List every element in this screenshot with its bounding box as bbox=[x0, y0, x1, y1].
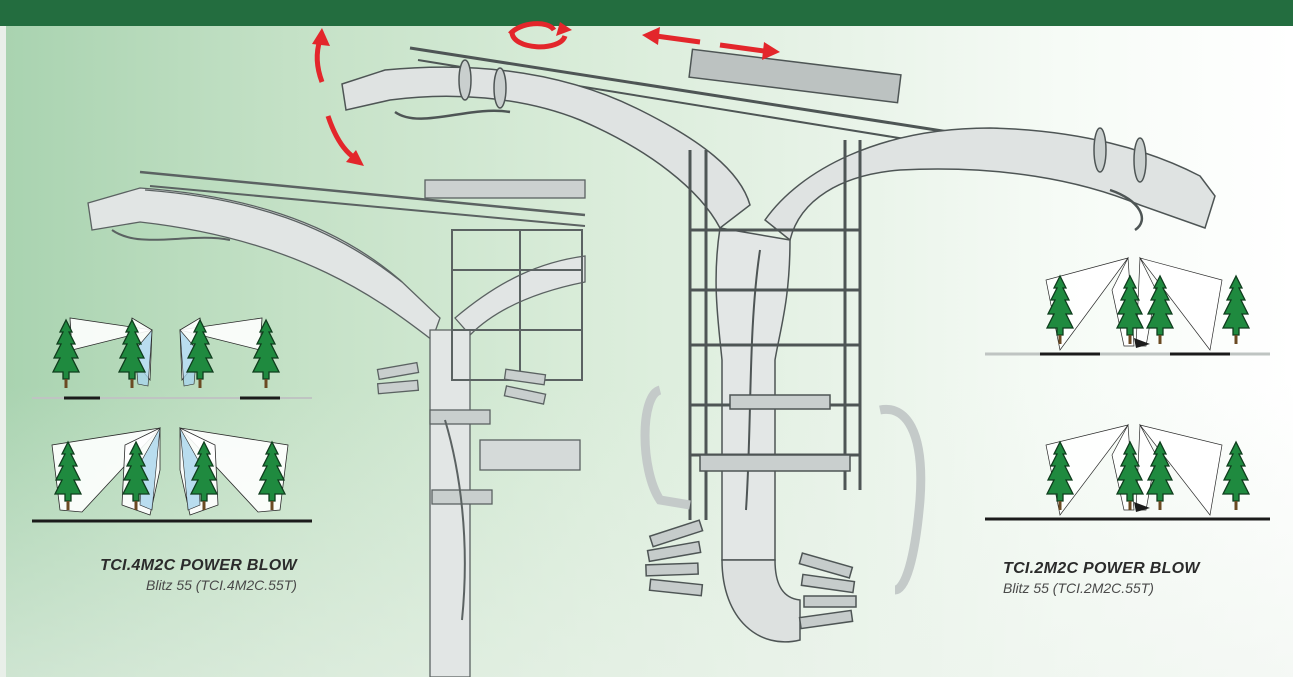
left-edge-strip bbox=[0, 26, 6, 677]
caption-4m2c: TCI.4M2C POWER BLOW Blitz 55 (TCI.4M2C.5… bbox=[86, 556, 297, 594]
slide-arrow-icon-left bbox=[642, 27, 701, 45]
tilt-arrow-icon-lower bbox=[325, 115, 364, 166]
caption-4m2c-title: TCI.4M2C POWER BLOW bbox=[100, 557, 297, 574]
header-bar bbox=[0, 0, 1293, 26]
caption-4m2c-subtitle: Blitz 55 (TCI.4M2C.55T) bbox=[146, 577, 297, 593]
spray-diagram-4m2c bbox=[32, 317, 312, 523]
tilt-arrow-icon-upper bbox=[312, 28, 330, 83]
spray-diagram-2m2c bbox=[985, 256, 1270, 521]
caption-2m2c-title: TCI.2M2C POWER BLOW bbox=[1003, 560, 1200, 577]
rear-sprayer-drawing bbox=[87, 170, 586, 677]
tree-icon bbox=[1221, 274, 1251, 346]
rotate-arrow-icon bbox=[508, 21, 572, 50]
tree-icon bbox=[1221, 440, 1251, 512]
front-sprayer-drawing bbox=[341, 46, 1216, 643]
slide-arrow-icon-right bbox=[719, 42, 780, 60]
caption-2m2c-subtitle: Blitz 55 (TCI.2M2C.55T) bbox=[1003, 580, 1154, 596]
caption-2m2c: TCI.2M2C POWER BLOW Blitz 55 (TCI.2M2C.5… bbox=[1003, 559, 1200, 597]
motion-arrows bbox=[312, 21, 780, 166]
